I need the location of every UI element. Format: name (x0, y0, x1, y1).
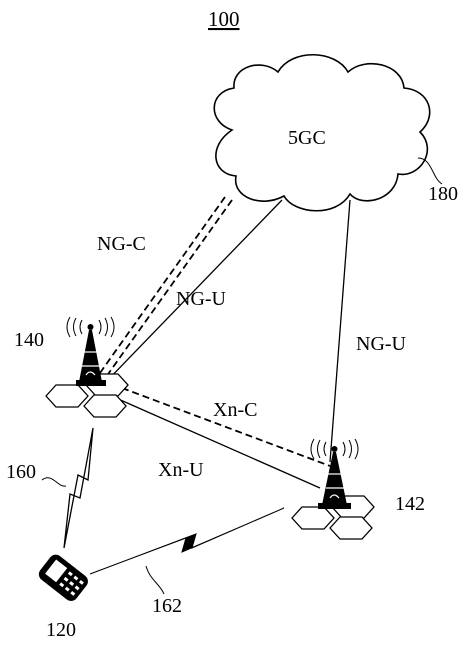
signal-waves-icon (66, 316, 115, 338)
radio-link-b-ref: 162 (152, 595, 182, 617)
signal-waves-icon-b (310, 438, 359, 460)
terminal-ref: 120 (46, 619, 76, 641)
base-station-a-ref: 140 (14, 329, 44, 351)
base-station-142 (291, 438, 375, 540)
ng-u-link-line-a (103, 199, 283, 385)
radio-link-162-icon (89, 507, 285, 575)
xn-u-link-line (115, 397, 321, 489)
core-network-cloud: 5GC (213, 53, 431, 212)
base-station-140 (45, 316, 129, 418)
ng-c-link-line (94, 196, 226, 381)
figure-title: 100 (208, 7, 240, 31)
ng-u-label-a: NG-U (176, 288, 227, 310)
ng-c-link-line-2 (100, 199, 233, 385)
core-ref: 180 (428, 183, 458, 205)
radio-link-160-icon (63, 427, 94, 549)
ng-u-link-line-b (329, 199, 351, 463)
radio-link-a-ref: 160 (6, 461, 36, 483)
radio-link-162-leader (145, 565, 165, 595)
base-station-b-ref: 142 (395, 493, 425, 515)
xn-c-link-line (121, 387, 331, 467)
xn-u-label: Xn-U (158, 459, 204, 481)
ng-u-label-b: NG-U (356, 333, 407, 355)
core-ref-leader (417, 157, 443, 185)
ng-c-label: NG-C (97, 233, 146, 255)
antenna-tower-icon-b (318, 446, 351, 509)
core-label: 5GC (288, 127, 326, 149)
antenna-tower-icon (76, 324, 106, 386)
xn-c-label: Xn-C (213, 399, 257, 421)
mobile-terminal-icon (38, 554, 88, 601)
radio-link-160-leader (41, 477, 67, 487)
